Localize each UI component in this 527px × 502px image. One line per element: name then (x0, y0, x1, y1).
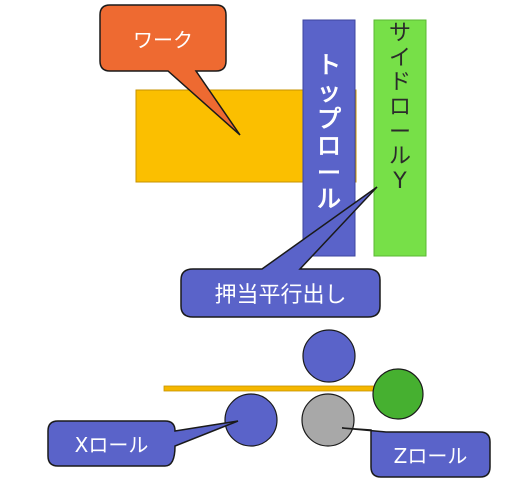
rail-line (163, 385, 395, 392)
vertical-char: ロ (388, 94, 411, 120)
work-callout-label: ワーク (133, 27, 193, 52)
vertical-char: Y (393, 168, 407, 194)
vertical-char: サ (388, 21, 411, 46)
x-roll-callout-label: Xロール (74, 433, 149, 457)
pusher-callout-label: 押当平行出し (214, 283, 347, 308)
z-roll-callout (341, 427, 491, 478)
work-callout (99, 4, 241, 136)
vertical-char: ル (317, 185, 341, 214)
top-roll-label: トップロール (303, 52, 355, 213)
x-roll-callout (47, 420, 239, 467)
upper-roll-circle (302, 329, 356, 383)
side-roll-circle (372, 368, 424, 420)
vertical-char: イ (388, 45, 411, 71)
vertical-char: ロ (317, 131, 341, 160)
vertical-char: プ (317, 104, 341, 133)
vertical-char: ッ (317, 77, 341, 106)
vertical-char: ト (317, 51, 341, 79)
pusher-callout (180, 186, 381, 318)
side-roll-bar (373, 19, 427, 257)
z-roll-callout-label: Zロール (393, 444, 468, 468)
z-roll-circle (301, 393, 355, 447)
x-roll-circle (224, 393, 278, 447)
vertical-char: ル (388, 144, 411, 170)
vertical-char: ド (388, 70, 411, 96)
vertical-char: ー (317, 158, 341, 187)
vertical-char: ー (388, 119, 411, 145)
